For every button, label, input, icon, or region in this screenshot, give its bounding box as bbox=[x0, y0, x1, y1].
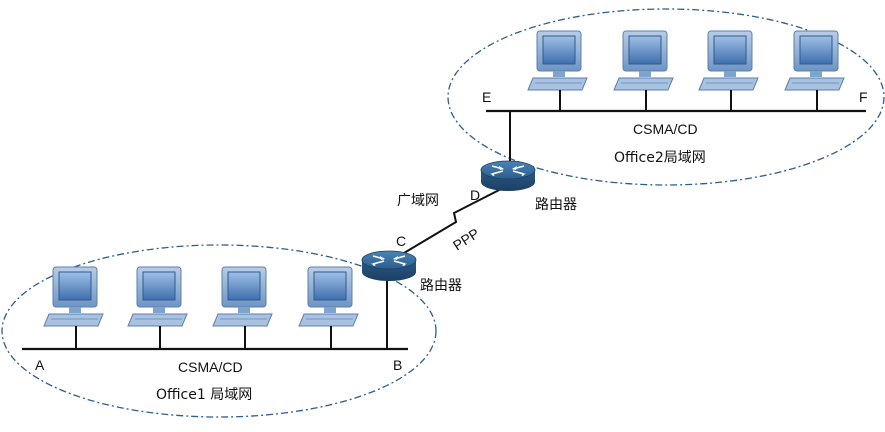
office2-computer-4[interactable] bbox=[784, 30, 845, 111]
office1-computer-4[interactable] bbox=[298, 266, 359, 349]
desktop-computer-icon bbox=[298, 266, 359, 327]
router-icon bbox=[480, 160, 536, 192]
router-icon bbox=[361, 250, 417, 282]
desktop-computer-icon bbox=[127, 266, 188, 327]
router-2[interactable]: D 路由器 bbox=[470, 160, 577, 213]
ppp-serial-link bbox=[403, 186, 506, 254]
router2-port-d-label: D bbox=[470, 187, 480, 203]
office2-computer-2[interactable] bbox=[613, 30, 674, 111]
office2-lan-boundary bbox=[447, 8, 885, 186]
office2-lan-name: Office2局域网 bbox=[614, 150, 706, 166]
office1-lan-boundary bbox=[1, 244, 437, 418]
router1-port-c-label: C bbox=[396, 233, 406, 249]
endpoint-b-label: B bbox=[393, 357, 402, 373]
office2-computer-3[interactable] bbox=[698, 30, 759, 111]
endpoint-e-label: E bbox=[482, 89, 491, 105]
office1-protocol-label: CSMA/CD bbox=[178, 359, 243, 375]
office2-computer-1[interactable] bbox=[527, 30, 588, 111]
wan-link: 广域网 PPP bbox=[386, 111, 511, 349]
desktop-computer-icon bbox=[212, 266, 273, 327]
router-1[interactable]: C 路由器 bbox=[361, 233, 462, 294]
office1-computer-1[interactable] bbox=[43, 266, 104, 349]
office1-computer-3[interactable] bbox=[212, 266, 273, 349]
desktop-computer-icon bbox=[527, 30, 588, 91]
office1-lan-name: Office1 局域网 bbox=[156, 387, 252, 403]
ppp-label: PPP bbox=[450, 225, 482, 254]
router2-label: 路由器 bbox=[535, 197, 577, 213]
desktop-computer-icon bbox=[784, 30, 845, 91]
desktop-computer-icon bbox=[43, 266, 104, 327]
office2-lan: E F CSMA/CD Office2局域网 bbox=[447, 8, 885, 186]
desktop-computer-icon bbox=[613, 30, 674, 91]
endpoint-a-label: A bbox=[35, 357, 45, 373]
desktop-computer-icon bbox=[698, 30, 759, 91]
endpoint-f-label: F bbox=[859, 89, 868, 105]
wan-label: 广域网 bbox=[397, 193, 439, 209]
office1-computer-2[interactable] bbox=[127, 266, 188, 349]
router1-label: 路由器 bbox=[420, 278, 462, 294]
office1-lan: A B CSMA/CD Office1 局域网 bbox=[1, 244, 437, 418]
office2-protocol-label: CSMA/CD bbox=[633, 121, 698, 137]
